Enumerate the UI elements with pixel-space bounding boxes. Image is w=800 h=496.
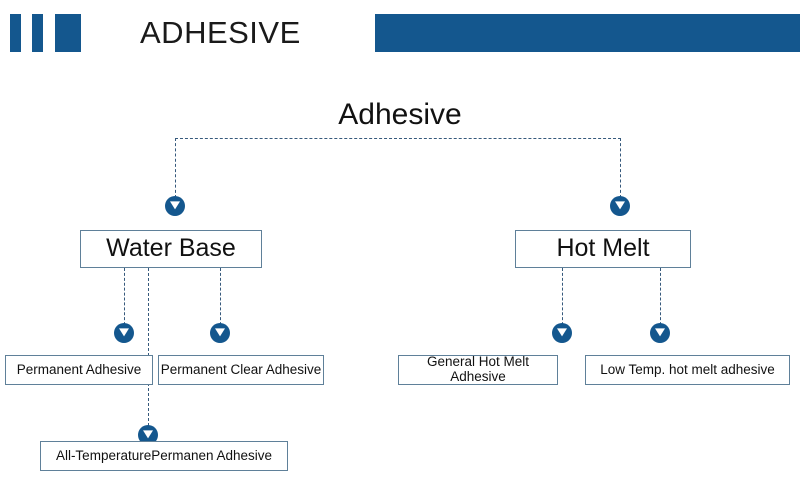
node-permanent-adhesive-label: Permanent Adhesive xyxy=(16,361,142,377)
node-all-temperature-permanen-adhesive[interactable]: All-TemperaturePermanen Adhesive xyxy=(40,441,288,471)
page-title: ADHESIVE xyxy=(140,15,301,50)
node-hot-melt[interactable]: Hot Melt xyxy=(515,230,691,268)
node-all-temperature-permanen-adhesive-label: All-TemperaturePermanen Adhesive xyxy=(55,447,273,463)
node-low-temp-hot-melt-adhesive-label: Low Temp. hot melt adhesive xyxy=(600,361,775,377)
arrow-icon-water-base xyxy=(165,196,185,216)
connector-water-base-to-permanent-clear xyxy=(220,268,221,330)
root-node-label: Adhesive xyxy=(338,98,462,131)
node-low-temp-hot-melt-adhesive[interactable]: Low Temp. hot melt adhesive xyxy=(585,355,790,385)
arrow-icon-all-temperature-permanen-adhesive xyxy=(138,425,158,445)
node-permanent-adhesive[interactable]: Permanent Adhesive xyxy=(5,355,153,385)
connector-water-base-to-permanent xyxy=(124,268,125,330)
node-general-hot-melt-adhesive-label: General Hot Melt Adhesive xyxy=(426,354,530,384)
arrow-icon-permanent-clear-adhesive xyxy=(210,323,230,343)
node-water-base[interactable]: Water Base xyxy=(80,230,262,268)
connector-root-to-water-base xyxy=(175,138,176,198)
connector-root-to-hot-melt xyxy=(620,138,621,198)
header-bar-3 xyxy=(55,14,81,52)
arrow-icon-permanent-adhesive xyxy=(114,323,134,343)
arrow-icon-hot-melt xyxy=(610,196,630,216)
header-bar-2 xyxy=(32,14,43,52)
node-general-hot-melt-adhesive[interactable]: General Hot Melt Adhesive xyxy=(398,354,558,385)
connector-water-base-to-all-temperature xyxy=(148,268,149,431)
node-hot-melt-label: Hot Melt xyxy=(556,234,650,263)
connector-hot-melt-to-general xyxy=(562,268,563,330)
header-blue-block xyxy=(375,14,800,52)
arrow-icon-general-hot-melt-adhesive xyxy=(552,323,572,343)
header-bar-1 xyxy=(10,14,21,52)
node-permanent-clear-adhesive-label: Permanent Clear Adhesive xyxy=(160,361,322,377)
connector-root-horizontal xyxy=(175,138,621,139)
arrow-icon-low-temp-hot-melt-adhesive xyxy=(650,323,670,343)
node-water-base-label: Water Base xyxy=(106,234,236,263)
node-permanent-clear-adhesive[interactable]: Permanent Clear Adhesive xyxy=(158,355,324,385)
connector-hot-melt-to-low-temp xyxy=(660,268,661,330)
